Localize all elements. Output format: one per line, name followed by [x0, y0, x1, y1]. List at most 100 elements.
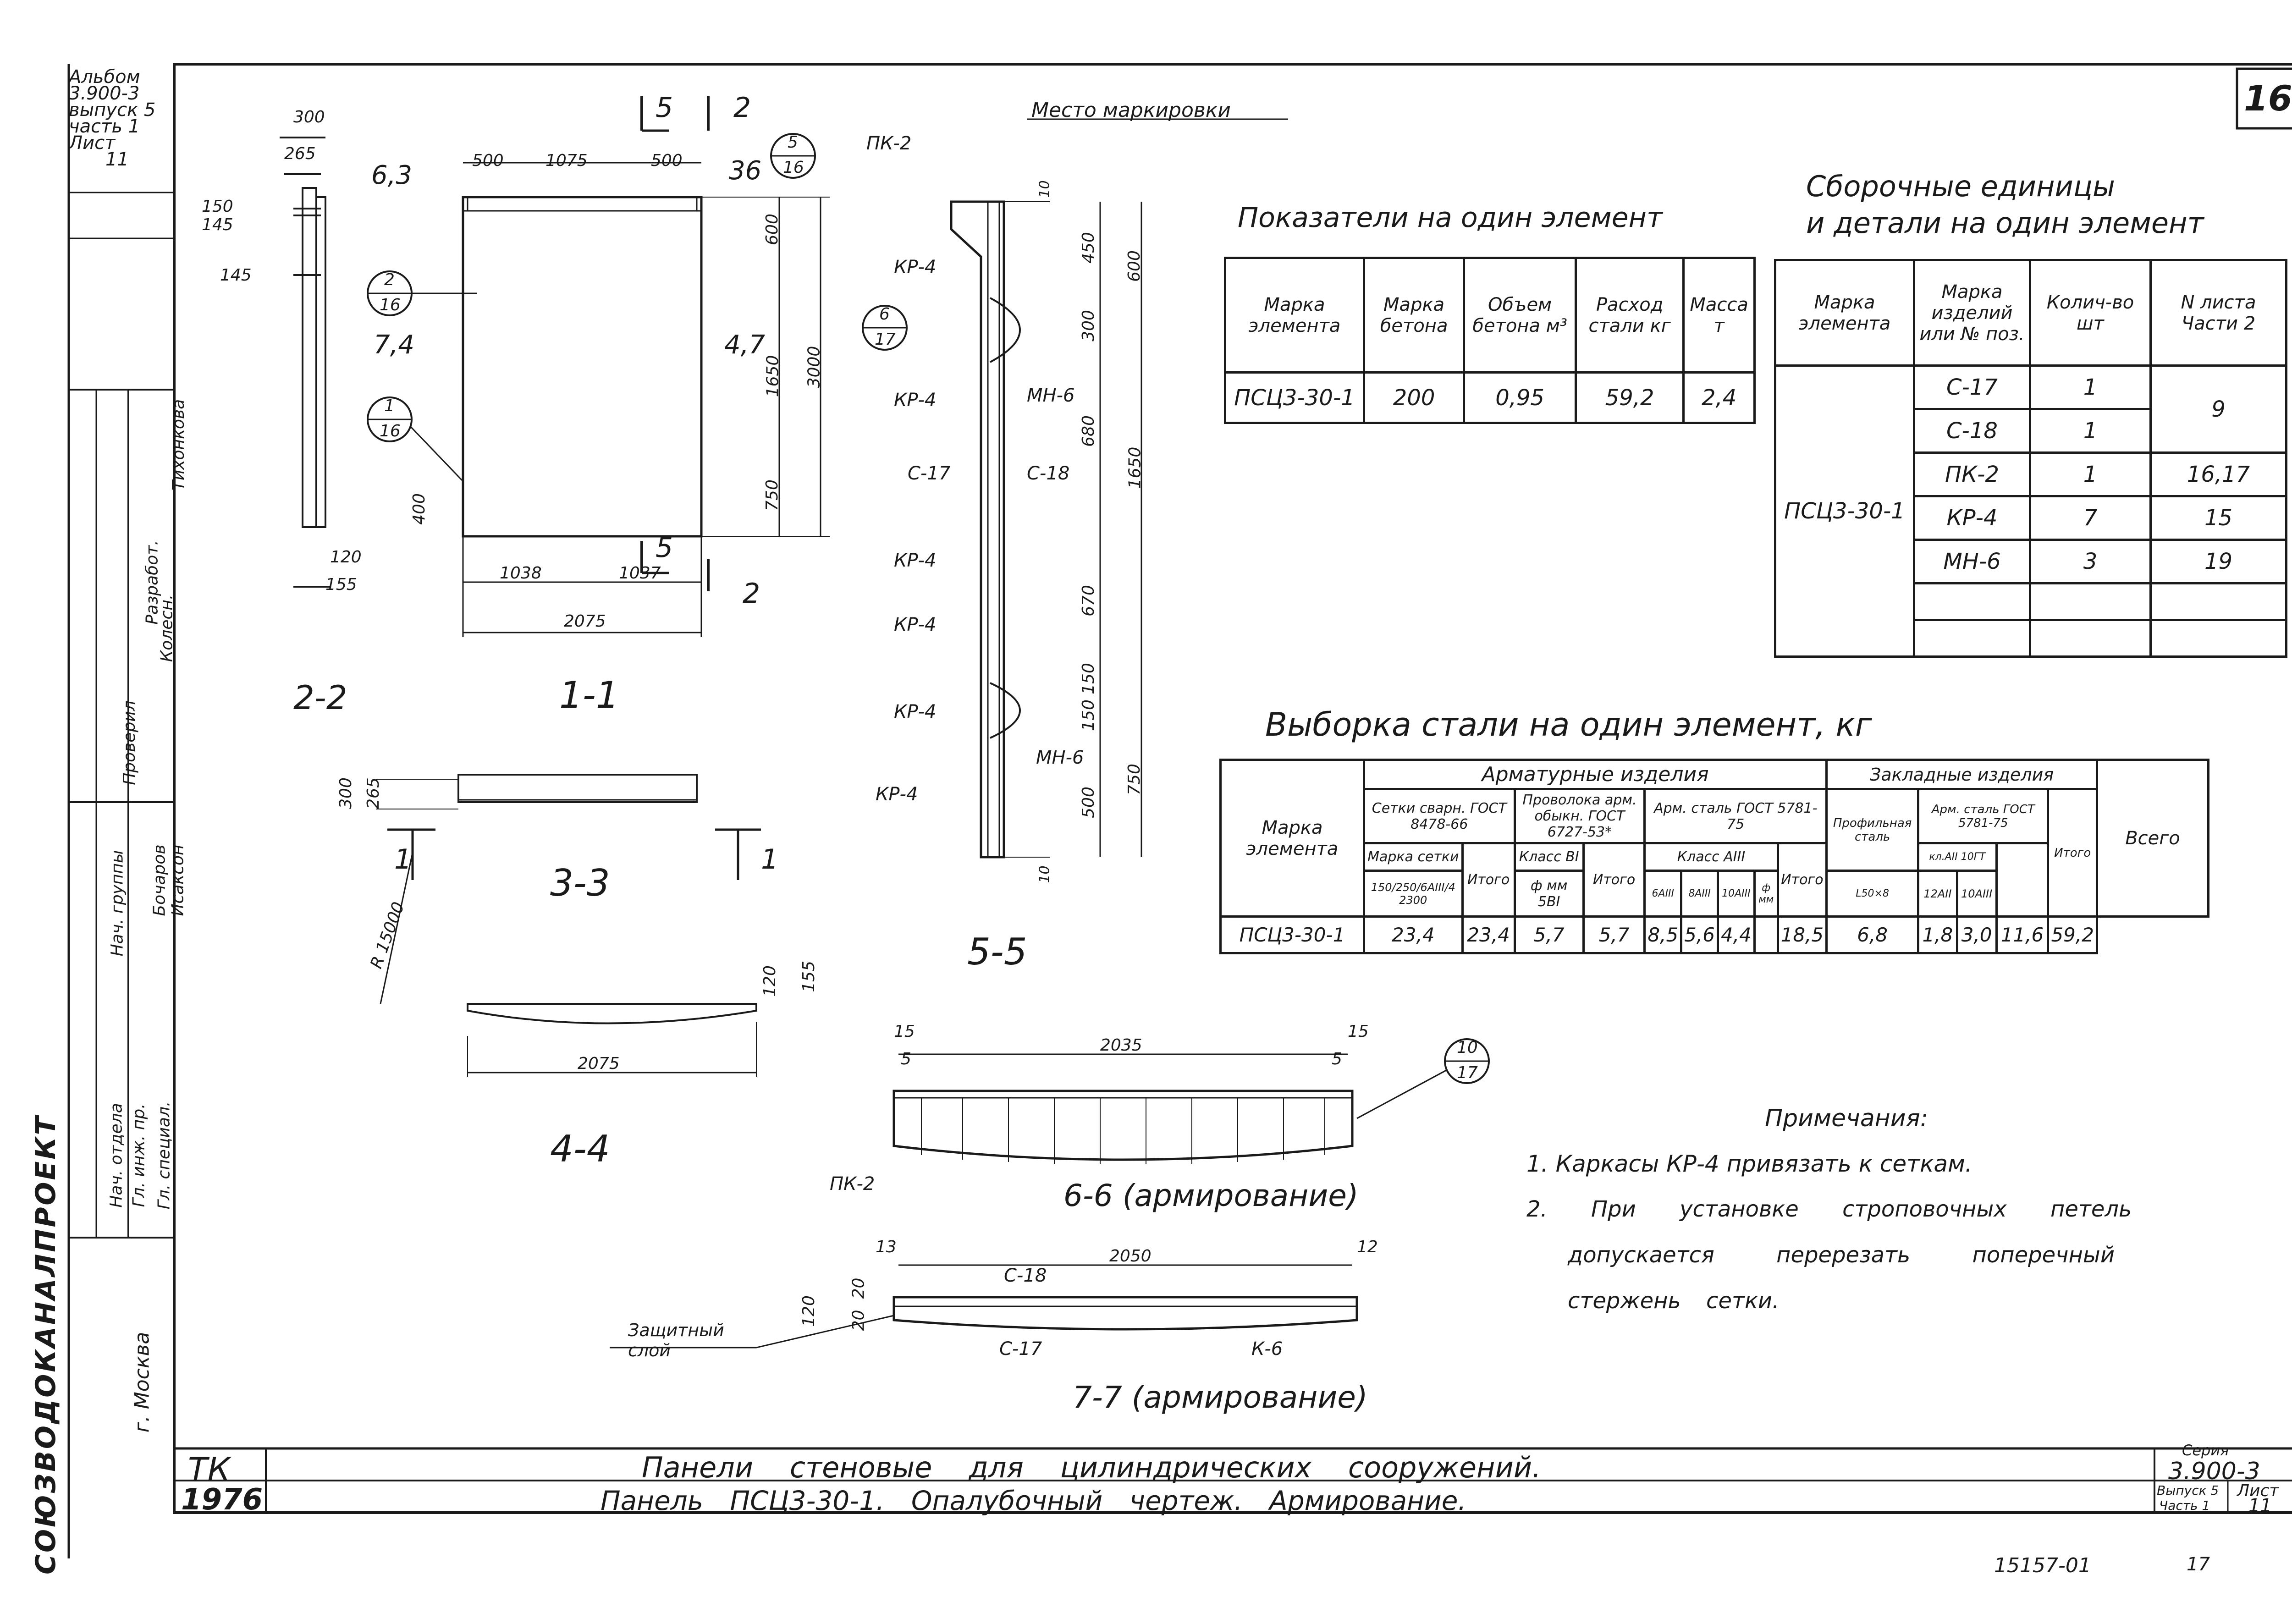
dim: 300	[1079, 310, 1098, 341]
phi-5BI: 5BI	[1537, 893, 1560, 910]
table-cell-empty	[1913, 619, 2031, 658]
dim: 500	[472, 151, 504, 170]
callout-label: КР-4	[894, 614, 937, 635]
table-header: Итого	[2047, 788, 2098, 918]
table-header: Марка элемента	[1224, 257, 1365, 374]
table-cell: МН-6	[1913, 539, 2031, 584]
table2-title-line1: Сборочные единицы	[1806, 170, 2116, 203]
callout-label: Защитный слой	[628, 1320, 724, 1360]
view-label-6-6: 6-6 (армирование)	[1063, 1178, 1359, 1213]
table-header: Профильная сталь	[1825, 788, 1920, 872]
callout-label: МН-6	[1027, 385, 1075, 406]
dim: 13	[876, 1238, 897, 1256]
table-cell: ПСЦ3-30-1	[1219, 915, 1365, 954]
table-header: кл.AII 10ГТ	[1917, 842, 1998, 872]
table-cell-empty	[2149, 619, 2287, 658]
dim: 500	[1079, 787, 1098, 818]
table-header: Проволока арм. обыкн. ГОСТ 6727-53*	[1513, 788, 1646, 844]
setki-mark-value: 150/250/6АIII/4	[1371, 881, 1455, 894]
footer-code-2: 17	[2187, 1554, 2210, 1575]
callout-top: 6	[879, 305, 890, 324]
dim: 120	[799, 1295, 818, 1327]
dim: 5	[901, 1050, 911, 1068]
table-cell: 59,2	[1575, 371, 1685, 424]
table-header: Арм. сталь ГОСТ 5781-75	[1917, 788, 2050, 844]
table-cell: ПК-2	[1913, 451, 2031, 497]
table-header: 6AIII	[1643, 870, 1683, 918]
table-cell: 16,17	[2149, 451, 2287, 497]
dim: 4,7	[724, 330, 766, 360]
dim: 1650	[763, 355, 782, 397]
callout-label: ПК-2	[830, 1173, 875, 1195]
cut-mark: 1	[394, 843, 412, 875]
dim: 680	[1079, 415, 1098, 447]
dim: 155	[799, 961, 818, 992]
side-stamp-line: выпуск 5	[69, 99, 156, 121]
table-header: Марка изделий или № поз.	[1913, 259, 2031, 367]
callout-label: КР-4	[894, 390, 937, 411]
cut-mark: 5	[656, 532, 673, 564]
view-1-1-drawing	[367, 96, 830, 637]
table-cell: 19	[2149, 539, 2287, 584]
table-cell: ПСЦ3-30-1	[1224, 371, 1365, 424]
callout-label: КР-4	[876, 784, 918, 805]
dim: 2075	[578, 1054, 620, 1073]
table-cell: С-18	[1913, 408, 2031, 454]
table-header: Объем бетона м³	[1463, 257, 1577, 374]
callout-bottom: 16	[380, 296, 401, 314]
table-header: Всего	[2096, 759, 2209, 918]
table-header: L50×8	[1825, 870, 1920, 918]
side-stamp-album: Альбом 3.900-3 выпуск 5 часть 1 Лист 11	[69, 68, 174, 169]
callout-label: С-18	[1027, 463, 1070, 484]
phi-label: ф мм	[1530, 877, 1568, 894]
callout-label: КР-4	[894, 550, 937, 571]
title-block-chast: Часть 1	[2159, 1498, 2210, 1513]
dim: 120	[330, 548, 362, 567]
title-block-line1: Панели стеновые для цилиндрических соору…	[642, 1451, 1541, 1484]
table-header: Колич-во шт	[2029, 259, 2152, 367]
callout-label: КР-4	[894, 257, 937, 278]
dim: 145	[202, 215, 233, 234]
sheet-number-box: 16	[2244, 78, 2292, 119]
cut-mark: 2	[733, 92, 751, 124]
dim: 750	[762, 479, 782, 511]
view-label-2-2: 2-2	[293, 678, 347, 717]
table-cell: 5,7	[1582, 915, 1646, 954]
table1-title: Показатели на один элемент	[1238, 202, 1663, 234]
dim: 1038	[500, 564, 542, 583]
table-header: Марка сетки	[1363, 842, 1464, 872]
dim: 155	[325, 575, 357, 594]
table-cell: 3	[2029, 539, 2152, 584]
dim: 120	[760, 965, 779, 997]
note-2c: стержень сетки.	[1568, 1288, 1780, 1314]
table-cell: 1	[2029, 364, 2152, 410]
callout-label: МН-6	[1036, 747, 1084, 768]
dim: 500	[651, 151, 683, 170]
dim: R 15000	[367, 899, 408, 971]
table-header: Масса т	[1682, 257, 1756, 374]
title-block-list: 11	[2248, 1495, 2272, 1516]
table-header: Класс AIII	[1643, 842, 1779, 872]
view-5-5-drawing	[862, 118, 1288, 859]
dim: 400	[409, 493, 429, 525]
dim: 10	[1036, 180, 1053, 198]
dim: 670	[1079, 585, 1098, 617]
dim: 1075	[545, 151, 588, 170]
dim: 300	[336, 777, 355, 809]
note-2b: допускается перерезать поперечный	[1568, 1242, 2115, 1268]
table-assembly-units: Марка элемента Марка изделий или № поз. …	[1774, 259, 2287, 658]
dim: 600	[762, 214, 782, 245]
table-cell: 3,0	[1956, 915, 1998, 954]
mark-place-label: Место маркировки	[1031, 99, 1231, 122]
table-header: Итого	[1461, 842, 1516, 918]
title-block-series-label: Серия	[2182, 1442, 2229, 1459]
table-header: Класс BI	[1513, 842, 1585, 872]
table-header: 10AIII	[1716, 870, 1756, 918]
dim: 5	[1332, 1050, 1342, 1068]
table-steel-selection: Марка элемента Арматурные изделия Заклад…	[1219, 759, 2209, 954]
dim: 20	[849, 1277, 868, 1299]
side-stamp-line: 3.900-3	[69, 83, 140, 104]
dim: 36	[729, 156, 762, 186]
dim: 6,3	[371, 160, 413, 190]
